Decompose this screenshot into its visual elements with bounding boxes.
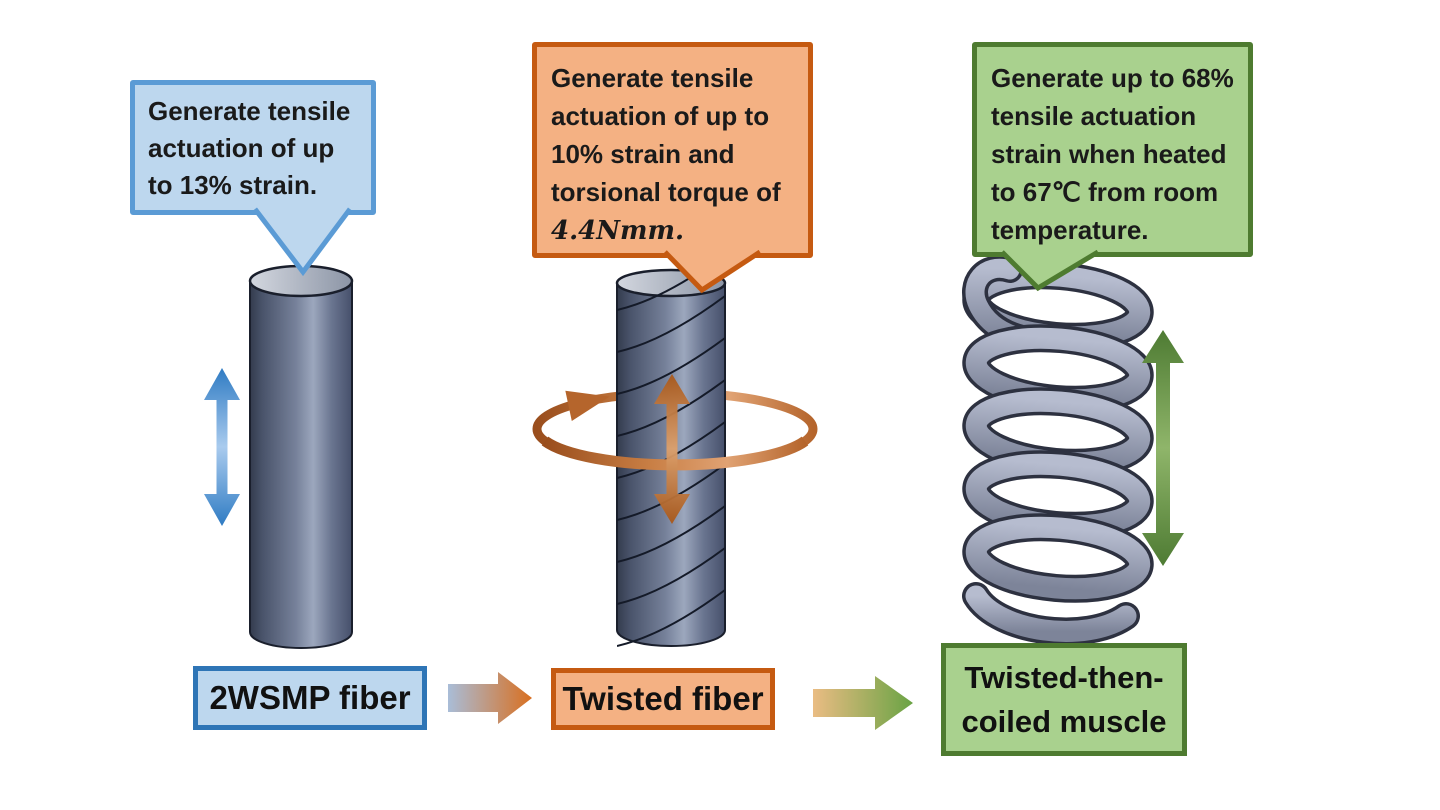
orange-to-green-gradient-arrow-icon [813,676,913,730]
smp-fiber-label-text: 2WSMP fiber [209,679,411,716]
orange-vertical-double-arrow-icon [654,374,690,524]
plain-fiber-cylinder [248,264,354,649]
twisted-fiber-label: Twisted fiber [551,668,775,730]
coiled-muscle-callout: Generate up to 68% tensile actuation str… [972,42,1253,257]
twisted-fiber-cylinder [532,268,818,647]
torque-value: 4.4Nmm. [551,216,685,246]
coiled-muscle-callout-text: Generate up to 68% tensile actuation str… [991,63,1234,245]
smp-fiber-callout: Generate tensile actuation of up to 13% … [130,80,376,215]
blue-vertical-double-arrow-icon [204,368,240,526]
smp-fiber-callout-text: Generate tensile actuation of up to 13% … [148,96,351,200]
twisted-fiber-callout: Generate tensile actuation of up to 10% … [532,42,813,258]
twisted-fiber-callout-text: Generate tensile actuation of up to 10% … [551,63,781,207]
green-vertical-double-arrow-icon [1142,330,1184,566]
rotation-arrow-head [565,390,610,422]
coiled-muscle-spring [962,255,1154,646]
smp-fiber-label: 2WSMP fiber [193,666,427,730]
coiled-muscle-label: Twisted-then-coiled muscle [941,643,1187,756]
coiled-muscle-label-text: Twisted-then-coiled muscle [961,659,1167,739]
twisted-fiber-label-text: Twisted fiber [562,680,764,717]
blue-to-orange-gradient-arrow-icon [448,672,532,724]
